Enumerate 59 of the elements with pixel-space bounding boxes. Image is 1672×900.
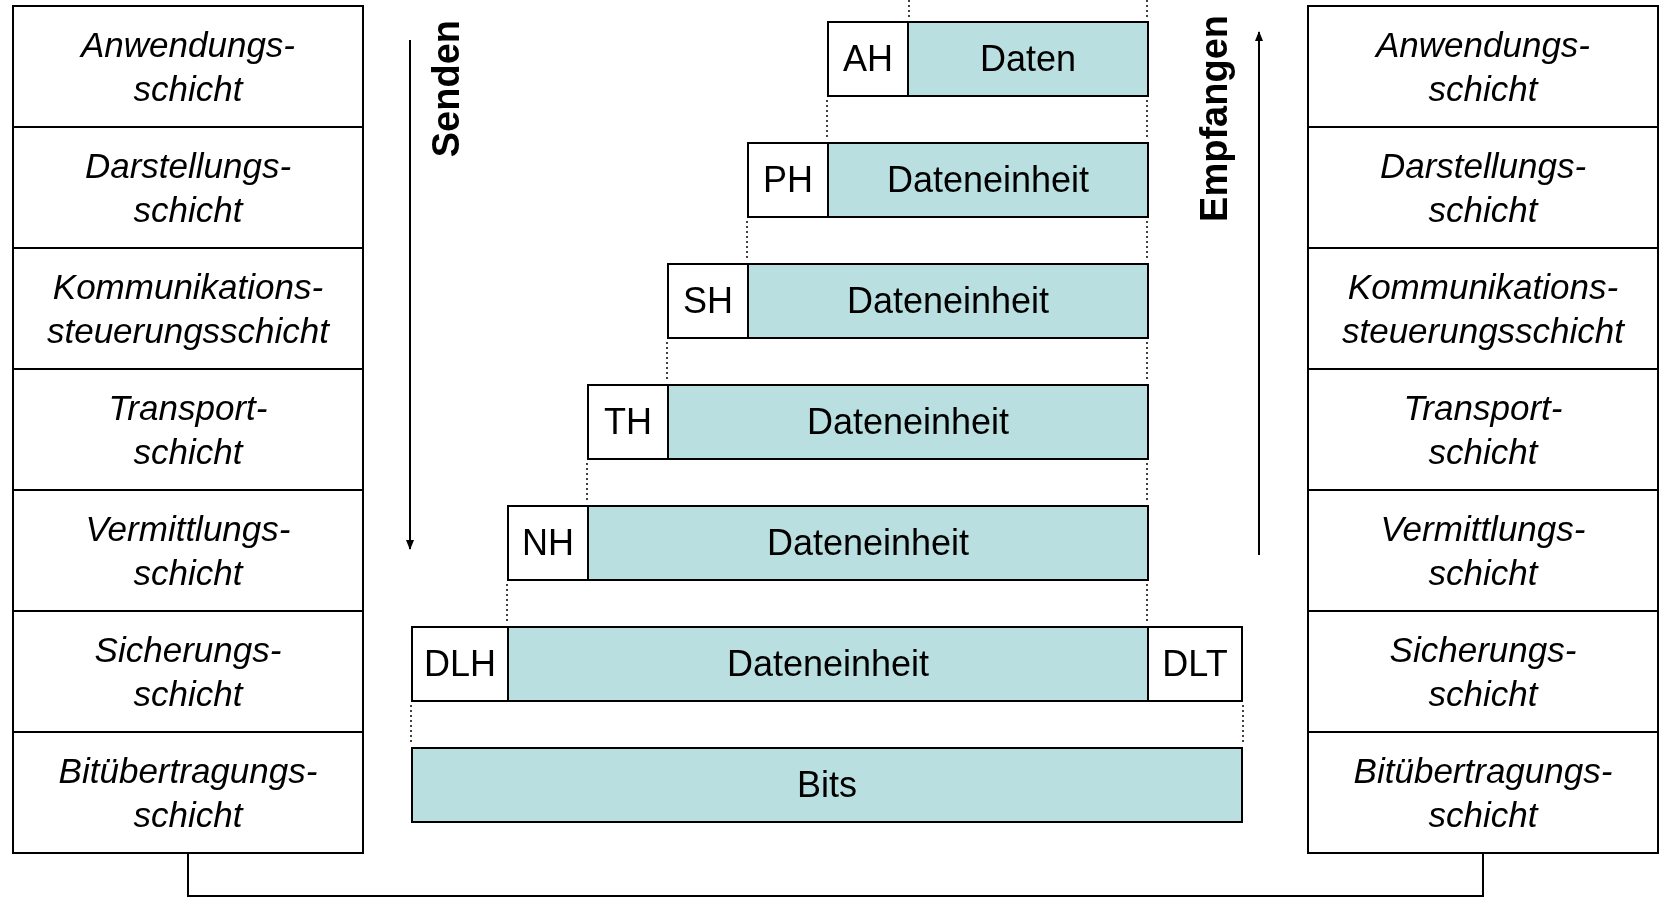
layer-box [12,247,364,370]
layer-name: Transport- schicht [1403,386,1563,473]
header-label: DLH [424,643,496,685]
layer-box [1307,368,1659,491]
layer-name: Kommunikations- steuerungsschicht [46,265,330,352]
layer-name: Sicherungs- schicht [94,628,282,715]
layer-name: Kommunikations- steuerungsschicht [1341,265,1625,352]
direction-label: Empfangen [1193,15,1236,222]
layer-box [1307,247,1659,370]
data-label: Daten [979,38,1077,80]
layer-name: Darstellungs- schicht [1379,144,1587,231]
data-field [667,384,1149,460]
layer-box [12,731,364,854]
header-label: DLT [1162,643,1228,685]
layer-name: Anwendungs- schicht [80,23,295,110]
layer-name: Transport- schicht [108,386,268,473]
header-field [1147,626,1243,702]
layer-box [1307,126,1659,249]
header-label: NH [522,522,574,564]
data-field [747,263,1149,339]
data-label: Bits [797,764,857,806]
data-label: Dateneinheit [806,401,1010,443]
connector-line [187,853,1484,897]
data-field [411,747,1243,823]
layer-box [12,489,364,612]
layer-box [12,126,364,249]
layer-name: Bitübertragungs- schicht [1353,749,1613,836]
layer-name: Vermittlungs- schicht [85,507,291,594]
header-field [507,505,589,581]
layer-box [12,610,364,733]
header-field [411,626,509,702]
data-label: Dateneinheit [846,280,1050,322]
layer-box [1307,489,1659,612]
data-field [507,626,1149,702]
layer-box [1307,5,1659,128]
header-label: TH [604,401,652,443]
layer-box [12,368,364,491]
direction-label: Senden [425,20,468,158]
layer-name: Darstellungs- schicht [84,144,292,231]
layer-box [1307,610,1659,733]
data-field [907,21,1149,97]
header-field [667,263,749,339]
header-field [827,21,909,97]
header-field [587,384,669,460]
layer-name: Sicherungs- schicht [1389,628,1577,715]
data-label: Dateneinheit [726,643,930,685]
header-label: SH [683,280,733,322]
layer-name: Vermittlungs- schicht [1380,507,1586,594]
header-label: AH [843,38,893,80]
data-label: Dateneinheit [766,522,970,564]
layer-name: Bitübertragungs- schicht [58,749,318,836]
data-field [827,142,1149,218]
header-field [747,142,829,218]
data-label: Dateneinheit [886,159,1090,201]
layer-box [1307,731,1659,854]
header-label: PH [763,159,813,201]
data-field [587,505,1149,581]
layer-name: Anwendungs- schicht [1375,23,1590,110]
layer-box [12,5,364,128]
